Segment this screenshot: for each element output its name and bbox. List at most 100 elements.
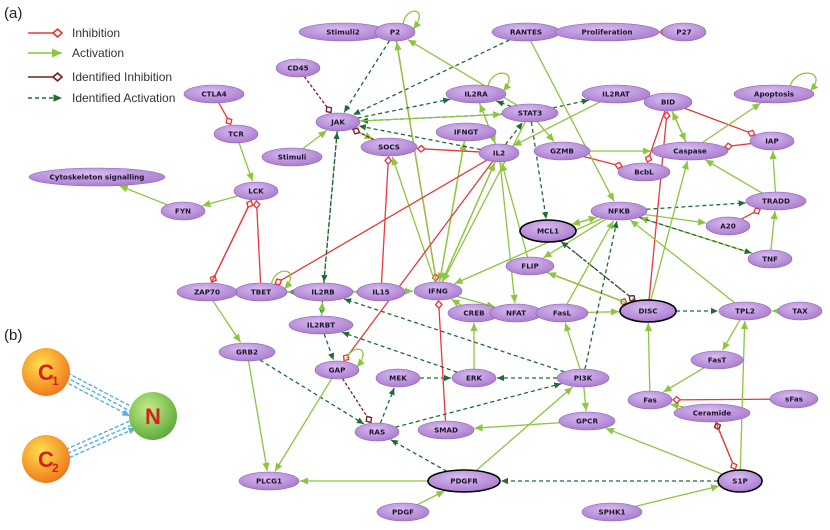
node-mcl1[interactable]: MCL1	[519, 219, 577, 243]
node-il2[interactable]: IL2	[478, 143, 520, 163]
node-label: S1P	[732, 477, 747, 486]
node-stimuli[interactable]: Stimuli	[261, 147, 323, 167]
node-label: LCK	[248, 187, 264, 196]
node-tradd[interactable]: TRADD	[745, 191, 807, 211]
node-nfkb[interactable]: NFKB	[590, 201, 648, 221]
node-stat3[interactable]: STAT3	[501, 103, 559, 123]
edge-stat3-gzmb	[536, 121, 555, 142]
node-gap[interactable]: GAP	[314, 360, 360, 380]
node-shape	[288, 315, 354, 335]
node-il15[interactable]: IL15	[356, 282, 406, 302]
edge-smad-ifng	[439, 301, 447, 422]
node-socs[interactable]: SOCS	[360, 137, 418, 157]
node-label: BID	[661, 98, 675, 107]
node-jak[interactable]: JAK	[315, 112, 361, 132]
edge-il2-socs	[418, 149, 480, 152]
node-shape	[176, 282, 238, 302]
inset-node-c1-sub: 1	[52, 374, 59, 388]
node-shape	[261, 147, 323, 167]
node-tax[interactable]: TAX	[777, 301, 823, 321]
edge-flip-il2	[500, 162, 529, 258]
node-gzmb[interactable]: GZMB	[533, 141, 591, 161]
node-ifng[interactable]: IFNG	[413, 281, 463, 301]
node-caspase[interactable]: Caspase	[651, 141, 729, 161]
node-shape	[233, 181, 279, 201]
node-label: Caspase	[673, 147, 707, 156]
node-bcbl[interactable]: BcbL	[617, 162, 671, 182]
node-ifngt[interactable]: IFNGT	[435, 122, 497, 142]
edge-tradd-iap	[769, 150, 777, 193]
edges-layer	[119, 10, 819, 507]
node-shape	[661, 22, 707, 42]
node-label: Cytoskeleton signalling	[50, 173, 145, 182]
edge-pi3k-il2rb	[343, 298, 565, 373]
node-cyto[interactable]: Cytoskeleton signalling	[28, 167, 166, 187]
node-label: PDGFR	[450, 477, 478, 486]
node-shape	[554, 22, 660, 42]
node-pi3k[interactable]: PI3K	[556, 368, 610, 388]
node-p2[interactable]: P2	[374, 22, 416, 42]
node-grb2[interactable]: GRB2	[218, 342, 276, 362]
node-stimuli2[interactable]: Stimuli2	[298, 22, 388, 42]
node-ras[interactable]: RAS	[354, 422, 400, 442]
node-tpl2[interactable]: TPL2	[718, 301, 772, 321]
node-lck[interactable]: LCK	[233, 181, 279, 201]
edge-pdgfr-pi3k	[475, 386, 574, 472]
node-ceramide[interactable]: Ceramide	[673, 403, 751, 423]
node-il2rat[interactable]: IL2RAT	[581, 84, 651, 104]
node-gpcr[interactable]: GPCR	[558, 411, 616, 431]
node-a20[interactable]: A20	[705, 216, 751, 236]
node-apoptosis[interactable]: Apoptosis	[733, 84, 815, 104]
node-fast[interactable]: FasT	[690, 350, 744, 370]
node-shape	[690, 350, 744, 370]
node-sphk1[interactable]: SPHK1	[581, 502, 643, 522]
node-pdgfr[interactable]: PDGFR	[427, 469, 501, 493]
node-smad[interactable]: SMAD	[417, 420, 475, 440]
edge-tpl2-nfkb	[629, 219, 736, 304]
edge-pdgfr-ras	[390, 439, 448, 472]
edge-disc-flip	[547, 272, 629, 304]
edge-rantes-jak	[352, 39, 510, 116]
node-pdgf[interactable]: PDGF	[376, 502, 430, 522]
legend-identified-inhibition-label: Identified Inhibition	[72, 70, 172, 84]
node-fasl[interactable]: FasL	[535, 303, 589, 323]
node-tbet[interactable]: TBET	[234, 282, 288, 302]
node-tnf[interactable]: TNF	[747, 249, 793, 269]
node-il2rbt[interactable]: IL2RBT	[288, 315, 354, 335]
node-label: IL15	[372, 288, 389, 297]
node-flip[interactable]: FLIP	[505, 256, 555, 276]
edge-s1p-gpcr	[605, 427, 723, 475]
node-il2rb[interactable]: IL2RB	[292, 282, 354, 302]
node-ctla4[interactable]: CTLA4	[183, 84, 245, 104]
edge-sfas-fas	[673, 399, 771, 400]
node-sfas[interactable]: sFas	[769, 389, 819, 409]
node-bid[interactable]: BID	[643, 92, 693, 112]
node-tcr[interactable]: TCR	[213, 124, 259, 144]
node-cd45[interactable]: CD45	[275, 58, 321, 78]
node-fas[interactable]: Fas	[627, 390, 673, 410]
edge-caspase-bid	[671, 111, 687, 143]
node-erk[interactable]: ERK	[451, 368, 497, 388]
node-plcg1[interactable]: PLCG1	[238, 471, 300, 491]
node-disc[interactable]: DISC	[619, 299, 677, 323]
node-shape	[673, 403, 751, 423]
inset-node-n-label: N	[145, 404, 161, 429]
node-p27[interactable]: P27	[661, 22, 707, 42]
node-zap70[interactable]: ZAP70	[176, 282, 238, 302]
node-rantes[interactable]: RANTES	[491, 22, 561, 42]
node-mek[interactable]: MEK	[375, 368, 421, 388]
node-fyn[interactable]: FYN	[160, 201, 206, 221]
node-label: RAS	[369, 428, 385, 437]
node-label: NFAT	[506, 309, 526, 318]
node-il2ra[interactable]: IL2RA	[445, 84, 507, 104]
node-nfat[interactable]: NFAT	[489, 303, 543, 323]
edge-iap-caspase	[725, 144, 751, 147]
node-shape	[315, 112, 361, 132]
inset-edge-c2-3	[63, 427, 137, 461]
node-proliferation[interactable]: Proliferation	[554, 22, 660, 42]
node-iap[interactable]: IAP	[749, 131, 795, 151]
node-label: JAK	[330, 118, 345, 127]
node-s1p[interactable]: S1P	[717, 469, 763, 493]
node-shape	[501, 103, 559, 123]
node-label: IL2RBT	[307, 321, 335, 330]
